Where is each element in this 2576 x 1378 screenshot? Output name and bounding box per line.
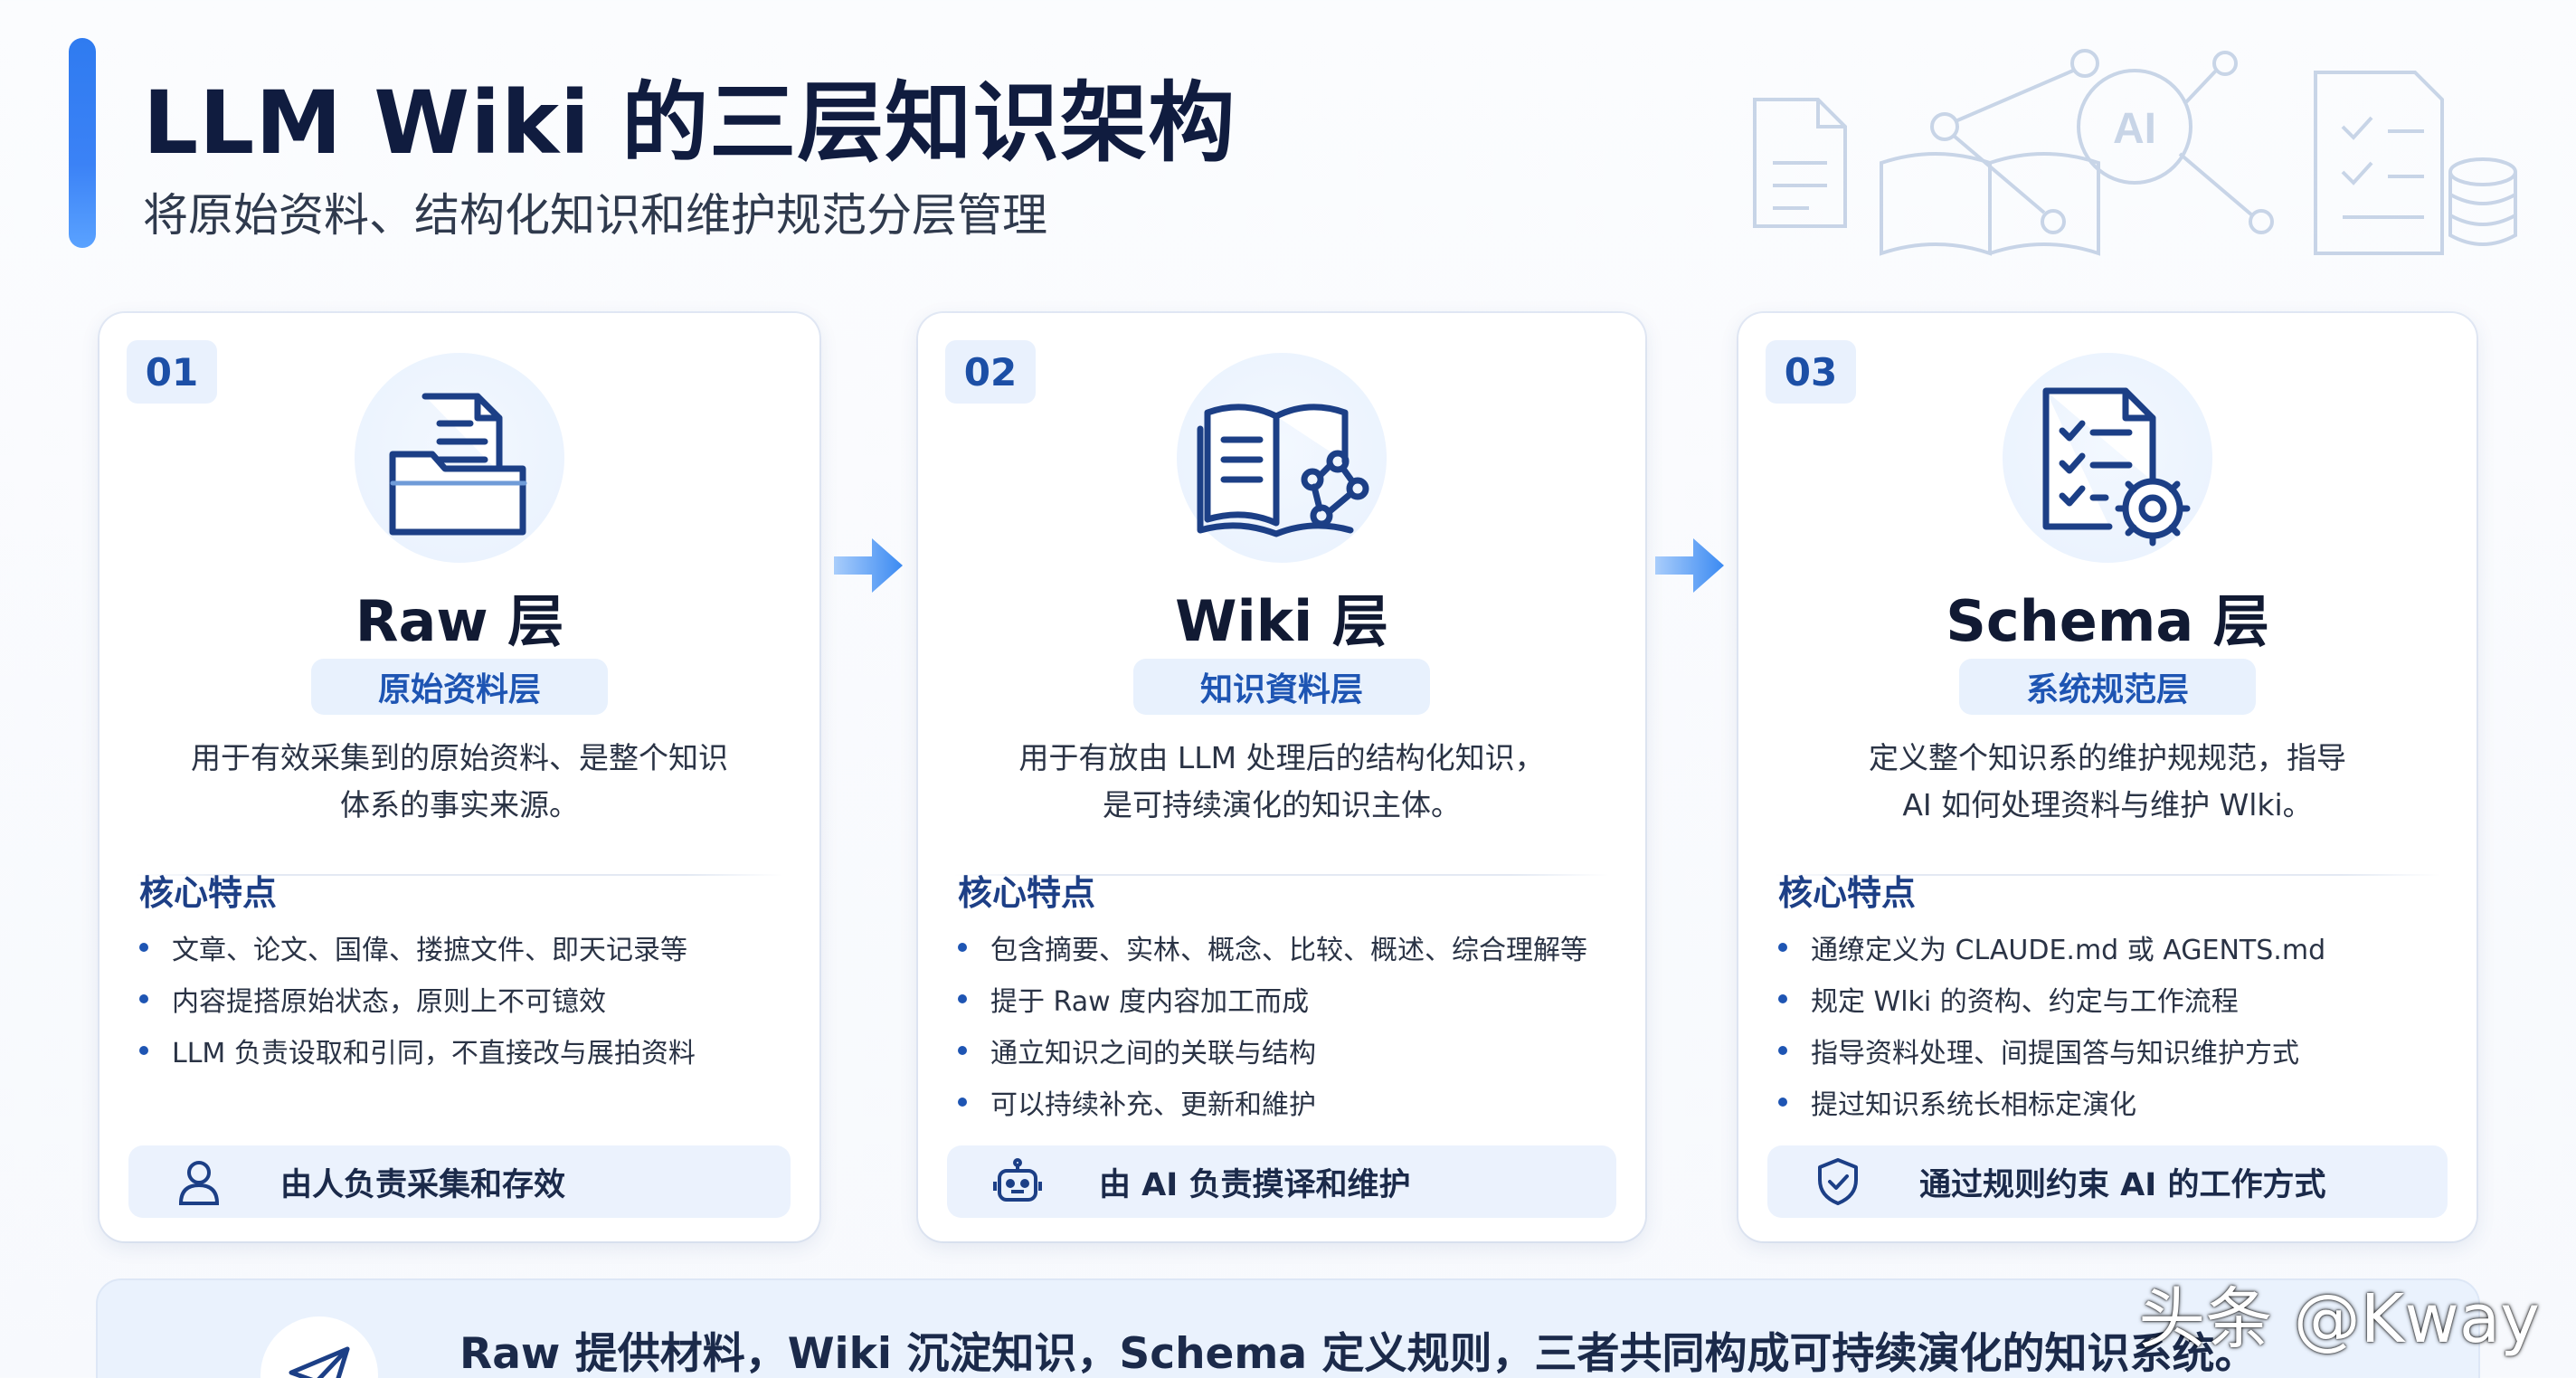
paper-plane-icon xyxy=(260,1316,378,1378)
divider xyxy=(1775,874,2440,876)
layer-owner-bar: 通过规则约束 AI 的工作方式 xyxy=(1767,1145,2448,1218)
layer-tag: 原始资料层 xyxy=(310,659,609,715)
features-title: 核心特点 xyxy=(139,873,278,913)
bullet-icon xyxy=(958,1045,967,1055)
layer-number: 02 xyxy=(945,340,1036,404)
feature-item: 提过知识系统长相标定演化 xyxy=(1778,1076,2458,1127)
description-line: AI 如何处理资料与维护 Wlki。 xyxy=(1902,787,2313,822)
feature-text: 文章、论文、国偉、搂摭文件、即天记录等 xyxy=(172,934,687,966)
bullet-icon xyxy=(139,942,148,952)
feature-item: 规定 Wlki 的资构、约定与工作流程 xyxy=(1778,973,2458,1024)
title-accent-bar xyxy=(69,38,96,248)
feature-item: 通立知识之间的关联与结构 xyxy=(958,1024,1627,1076)
flow-arrow-icon xyxy=(834,538,903,593)
summary-banner: Raw 提供材料，Wiki 沉淀知识，Schema 定义规则，三者共同构成可持续… xyxy=(98,1280,2478,1378)
bullet-icon xyxy=(139,993,148,1003)
features-title: 核心特点 xyxy=(1778,873,1917,913)
decor-book-icon xyxy=(1880,152,2100,256)
layer-number: 03 xyxy=(1766,340,1856,404)
description-line: 体系的事实来源。 xyxy=(340,787,579,822)
page-title: LLM Wiki 的三层知识架构 xyxy=(143,72,1236,174)
layer-card-raw: 01 Raw 层 原始资料层 用于有效采集到的原始资料、是整个知识 体系的事实来… xyxy=(99,313,819,1241)
layer-number: 01 xyxy=(127,340,217,404)
decor-database-icon xyxy=(2448,157,2517,186)
description-line: 定义整个知识系的维护规规范，指导 xyxy=(1869,740,2346,775)
feature-text: 规定 Wlki 的资构、约定与工作流程 xyxy=(1811,985,2239,1018)
decor-ai-label: AI xyxy=(2113,105,2156,153)
flow-arrow-icon xyxy=(1655,538,1724,593)
shield-check-icon xyxy=(1818,1158,1858,1205)
layer-owner-text: 由人负责采集和存效 xyxy=(280,1166,566,1203)
bullet-icon xyxy=(958,942,967,952)
features-list: 包含摘要、实林、概念、比较、概述、综合理解等 提于 Raw 度内容加工而成 通立… xyxy=(958,921,1627,1127)
bullet-icon xyxy=(958,1097,967,1107)
book-network-icon xyxy=(1177,353,1387,563)
feature-item: LLM 负责设取和引同，不直接改与展拍资料 xyxy=(139,1024,801,1076)
layer-owner-text: 由 AI 负责摸译和维护 xyxy=(1099,1166,1411,1203)
feature-item: 文章、论文、国偉、搂摭文件、即天记录等 xyxy=(139,921,801,973)
description-line: 用于有效采集到的原始资料、是整个知识 xyxy=(191,740,728,775)
layer-owner-bar: 由人负责采集和存效 xyxy=(128,1145,791,1218)
page-subtitle: 将原始资料、结构化知识和维护规范分层管理 xyxy=(143,189,1047,242)
watermark: 头条 @Kway xyxy=(2138,1280,2540,1358)
feature-item: 通缭定义为 CLAUDE.md 或 AGENTS.md xyxy=(1778,921,2458,973)
bullet-icon xyxy=(1778,1045,1787,1055)
layer-description: 定义整个知识系的维护规规范，指导 AI 如何处理资料与维护 Wlki。 xyxy=(1766,735,2449,829)
feature-text: 可以持续补充、更新和維护 xyxy=(990,1088,1316,1121)
layer-description: 用于有效采集到的原始资料、是整个知识 体系的事实来源。 xyxy=(127,735,792,829)
bullet-icon xyxy=(1778,1097,1787,1107)
decor-ai-badge-icon xyxy=(2077,69,2192,185)
layer-tag: 系统规范层 xyxy=(1958,659,2257,715)
feature-text: 通缭定义为 CLAUDE.md 或 AGENTS.md xyxy=(1811,934,2326,966)
person-icon xyxy=(178,1161,220,1205)
decor-checklist-icon xyxy=(2314,71,2444,255)
features-list: 文章、论文、国偉、搂摭文件、即天记录等 内容提搭原始状态，原则上不可镱效 LLM… xyxy=(139,921,801,1076)
feature-item: 提于 Raw 度内容加工而成 xyxy=(958,973,1627,1024)
layer-name: Wiki 层 xyxy=(1175,588,1388,654)
header-decoration-illustration: AI xyxy=(1753,49,2517,256)
feature-text: LLM 负责设取和引同，不直接改与展拍资料 xyxy=(172,1037,696,1069)
feature-text: 提于 Raw 度内容加工而成 xyxy=(990,985,1310,1018)
feature-text: 提过知识系统长相标定演化 xyxy=(1811,1088,2136,1121)
features-list: 通缭定义为 CLAUDE.md 或 AGENTS.md 规定 Wlki 的资构、… xyxy=(1778,921,2458,1127)
feature-item: 内容提搭原始状态，原则上不可镱效 xyxy=(139,973,801,1024)
layer-tag: 知识資料层 xyxy=(1132,659,1431,715)
checklist-gear-icon xyxy=(2003,353,2212,563)
bullet-icon xyxy=(139,1045,148,1055)
feature-item: 指导资料处理、间提国答与知识维护方式 xyxy=(1778,1024,2458,1076)
divider xyxy=(136,874,783,876)
divider xyxy=(954,874,1609,876)
bullet-icon xyxy=(1778,942,1787,952)
description-line: 用于有放由 LLM 处理后的结构化知识， xyxy=(1018,740,1545,775)
layer-owner-text: 通过规则约束 AI 的工作方式 xyxy=(1919,1166,2326,1203)
folder-document-icon xyxy=(355,353,564,563)
feature-text: 包含摘要、实林、概念、比较、概述、综合理解等 xyxy=(990,934,1587,966)
bullet-icon xyxy=(1778,993,1787,1003)
feature-item: 可以持续补充、更新和維护 xyxy=(958,1076,1627,1127)
layer-card-schema: 03 Schema 层 系统规范层 定义整个知识系的维护规规范，指导 AI 如何… xyxy=(1738,313,2477,1241)
layer-description: 用于有放由 LLM 处理后的结构化知识， 是可持续演化的知识主体。 xyxy=(945,735,1618,829)
feature-item: 包含摘要、实林、概念、比较、概述、综合理解等 xyxy=(958,921,1627,973)
robot-icon xyxy=(993,1158,1042,1202)
layer-card-wiki: 02 Wiki 层 知识資料层 用于有放由 LLM 处理后的结构化知识， 是可持… xyxy=(918,313,1645,1241)
feature-text: 内容提搭原始状态，原则上不可镱效 xyxy=(172,985,606,1018)
summary-text: Raw 提供材料，Wiki 沉淀知识，Schema 定义规则，三者共同构成可持续… xyxy=(459,1329,2258,1378)
layer-name: Raw 层 xyxy=(355,588,564,654)
decor-document-icon xyxy=(1753,98,1847,228)
features-title: 核心特点 xyxy=(958,873,1096,913)
layer-name: Schema 层 xyxy=(1946,588,2269,654)
layer-owner-bar: 由 AI 负责摸译和维护 xyxy=(947,1145,1616,1218)
feature-text: 指导资料处理、间提国答与知识维护方式 xyxy=(1811,1037,2299,1069)
bullet-icon xyxy=(958,993,967,1003)
description-line: 是可持续演化的知识主体。 xyxy=(1103,787,1461,822)
feature-text: 通立知识之间的关联与结构 xyxy=(990,1037,1316,1069)
